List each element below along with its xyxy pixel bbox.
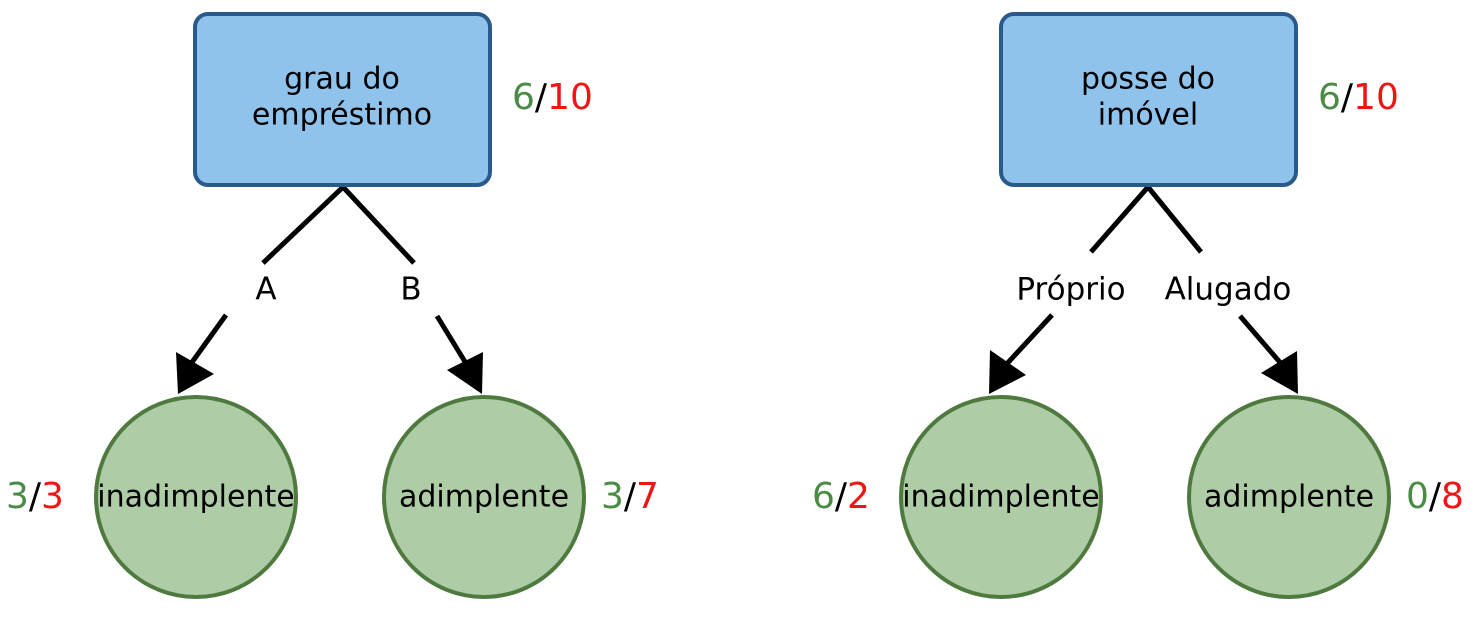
leaf-left-count-badge-2: 6/2 — [812, 476, 870, 517]
leaf-node-shape-right-2 — [1187, 395, 1391, 599]
root-count-2-positive: 6 — [1318, 77, 1341, 118]
root-count-negative: 10 — [547, 77, 593, 118]
root-node-label-line1: grau do — [284, 62, 400, 97]
leaf-node-shape-left-2 — [899, 395, 1103, 599]
leaf-right-count-badge-2: 0/8 — [1406, 476, 1464, 517]
root-count-separator: / — [535, 77, 548, 118]
leaf-node-label-left: inadimplente — [97, 480, 294, 515]
svg-text:3/7: 3/7 — [601, 476, 659, 517]
leaf-right-count-negative: 7 — [636, 476, 659, 517]
root-count-badge-2: 6/10 — [1318, 77, 1399, 118]
leaf-node-label-right: adimplente — [399, 480, 569, 515]
leaf-left-count-positive: 3 — [6, 476, 29, 517]
arrow-head-left — [176, 352, 214, 394]
arrow-head-left-2 — [989, 350, 1026, 394]
svg-text:6/10: 6/10 — [512, 77, 593, 118]
leaf-node-inadimplente[interactable]: inadimplente — [94, 395, 298, 599]
edge2-root-to-right-leaf — [1146, 185, 1298, 394]
svg-text:6/10: 6/10 — [1318, 77, 1399, 118]
arrow-head-right-2 — [1261, 351, 1298, 394]
leaf-node-adimplente[interactable]: adimplente — [382, 395, 586, 599]
leaf-node-adimplente-2[interactable]: adimplente — [1187, 395, 1391, 599]
root-count-2-negative: 10 — [1353, 77, 1399, 118]
root-node-shape — [193, 12, 492, 187]
root-count-positive: 6 — [512, 77, 535, 118]
root-node-label-2-line1: posse do — [1081, 62, 1215, 97]
leaf-node-shape-left — [94, 395, 298, 599]
root-count-badge: 6/10 — [512, 77, 593, 118]
leaf-right-count-positive: 3 — [601, 476, 624, 517]
leaf-node-shape-right — [382, 395, 586, 599]
leaf-left-count-separator: / — [29, 476, 42, 517]
leaf-right-count-2-positive: 0 — [1406, 476, 1429, 517]
edge-root-to-right-leaf — [341, 185, 483, 394]
leaf-left-count-2-negative: 2 — [847, 476, 870, 517]
leaf-node-label-left-2: inadimplente — [902, 480, 1099, 515]
leaf-left-count-2-positive: 6 — [812, 476, 835, 517]
arrow-head-right — [447, 352, 483, 394]
root-count-2-separator: / — [1341, 77, 1354, 118]
leaf-left-count-2-separator: / — [835, 476, 848, 517]
tree-imovel: posse do imóvel 6/10 Próprio Alugado ina… — [812, 12, 1464, 599]
root-node-label-line2: empréstimo — [252, 98, 432, 133]
edge-label-left: A — [255, 272, 276, 308]
leaf-right-count-badge: 3/7 — [601, 476, 659, 517]
edge2-root-to-left-leaf — [989, 185, 1150, 394]
leaf-right-count-2-separator: / — [1429, 476, 1442, 517]
svg-text:6/2: 6/2 — [812, 476, 870, 517]
edge-label-right-2: Alugado — [1165, 272, 1292, 308]
root-node-grau-do-emprestimo[interactable]: grau do empréstimo — [193, 12, 492, 187]
leaf-node-inadimplente-2[interactable]: inadimplente — [899, 395, 1103, 599]
leaf-right-count-2-negative: 8 — [1441, 476, 1464, 517]
edge-label-right: B — [400, 272, 421, 308]
leaf-right-count-separator: / — [624, 476, 637, 517]
root-node-posse-do-imovel[interactable]: posse do imóvel — [999, 12, 1298, 187]
edge-label-left-2: Próprio — [1016, 272, 1125, 308]
leaf-left-count-badge: 3/3 — [6, 476, 64, 517]
leaf-left-count-negative: 3 — [41, 476, 64, 517]
root-node-shape-2 — [999, 12, 1298, 187]
svg-text:3/3: 3/3 — [6, 476, 64, 517]
tree-emprestimo: grau do empréstimo 6/10 A B inadimplente… — [6, 12, 659, 599]
edge-root-to-left-leaf — [176, 185, 345, 394]
root-node-label-2-line2: imóvel — [1098, 98, 1198, 133]
svg-text:0/8: 0/8 — [1406, 476, 1464, 517]
leaf-node-label-right-2: adimplente — [1204, 480, 1374, 515]
